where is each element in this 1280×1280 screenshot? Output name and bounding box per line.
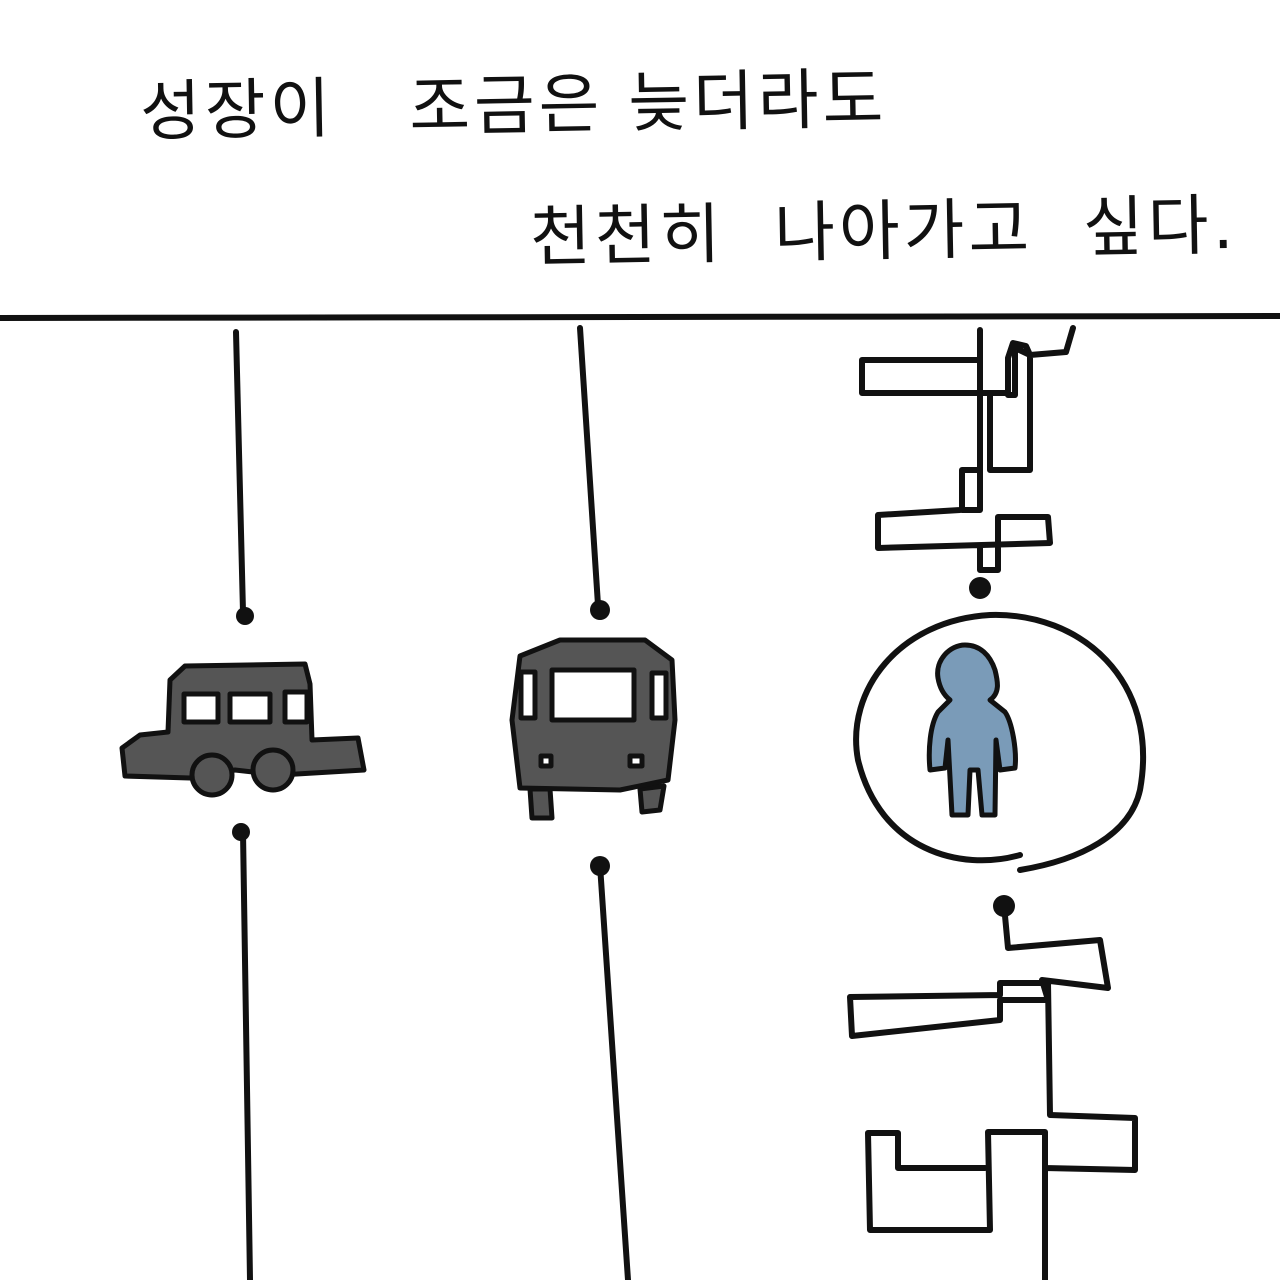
person-lane-dot-top [969, 577, 991, 599]
winding-path-bottom [847, 902, 1138, 1280]
bus-lane-dot-bottom [590, 856, 610, 876]
car-icon [119, 661, 367, 798]
bus-lane-top-line [577, 325, 601, 608]
bus-lane-bottom-line [597, 862, 631, 1280]
winding-path-top [859, 325, 1076, 573]
car-lane-dot-bottom [232, 823, 250, 841]
divider-line [0, 313, 1280, 321]
person-lane-dot-bottom [993, 895, 1015, 917]
bus-lane-dot-top [590, 600, 610, 620]
bus-icon [509, 637, 678, 821]
car-lane-top-line [233, 329, 246, 615]
car-lane-dot-top [236, 607, 254, 625]
car-lane-bottom-line [240, 829, 253, 1280]
person-icon [853, 611, 1147, 873]
